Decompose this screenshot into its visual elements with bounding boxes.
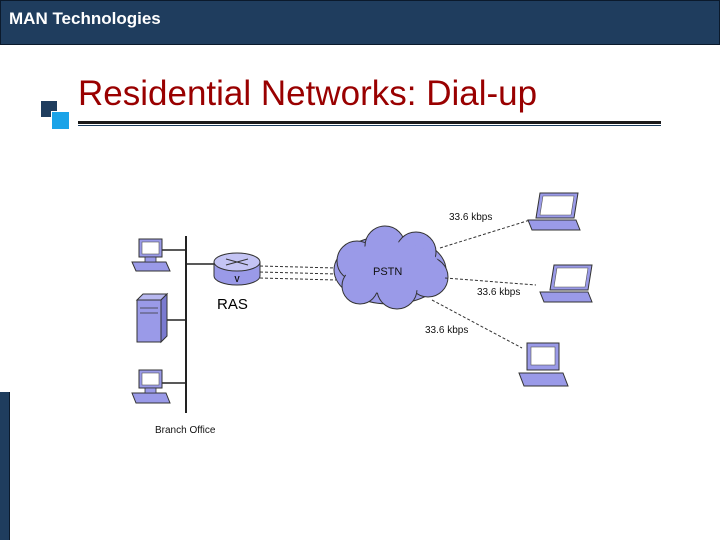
remote-desktop-pc-icon (519, 343, 568, 386)
branch-pc-2-icon (132, 370, 170, 403)
ras-label: RAS (217, 296, 248, 313)
link-speed-label-2: 33.6 kbps (477, 287, 520, 298)
remote-laptop-1-icon (528, 193, 580, 230)
pstn-pc-link (432, 300, 522, 348)
ras-pstn-link-1 (260, 266, 336, 268)
branch-office-label: Branch Office (155, 425, 216, 436)
ras-router-icon: V (214, 253, 260, 285)
branch-server-icon (137, 294, 167, 342)
link-speed-label-1: 33.6 kbps (449, 212, 492, 223)
ras-pstn-link-2 (260, 272, 336, 274)
pstn-laptop1-link (440, 220, 530, 248)
pstn-laptop2-link (445, 278, 536, 285)
pstn-label: PSTN (373, 266, 402, 278)
ras-pstn-link-3 (260, 278, 336, 280)
remote-laptop-2-icon (540, 265, 592, 302)
branch-pc-1-icon (132, 239, 170, 271)
link-speed-label-3: 33.6 kbps (425, 325, 468, 336)
svg-text:V: V (234, 275, 240, 284)
